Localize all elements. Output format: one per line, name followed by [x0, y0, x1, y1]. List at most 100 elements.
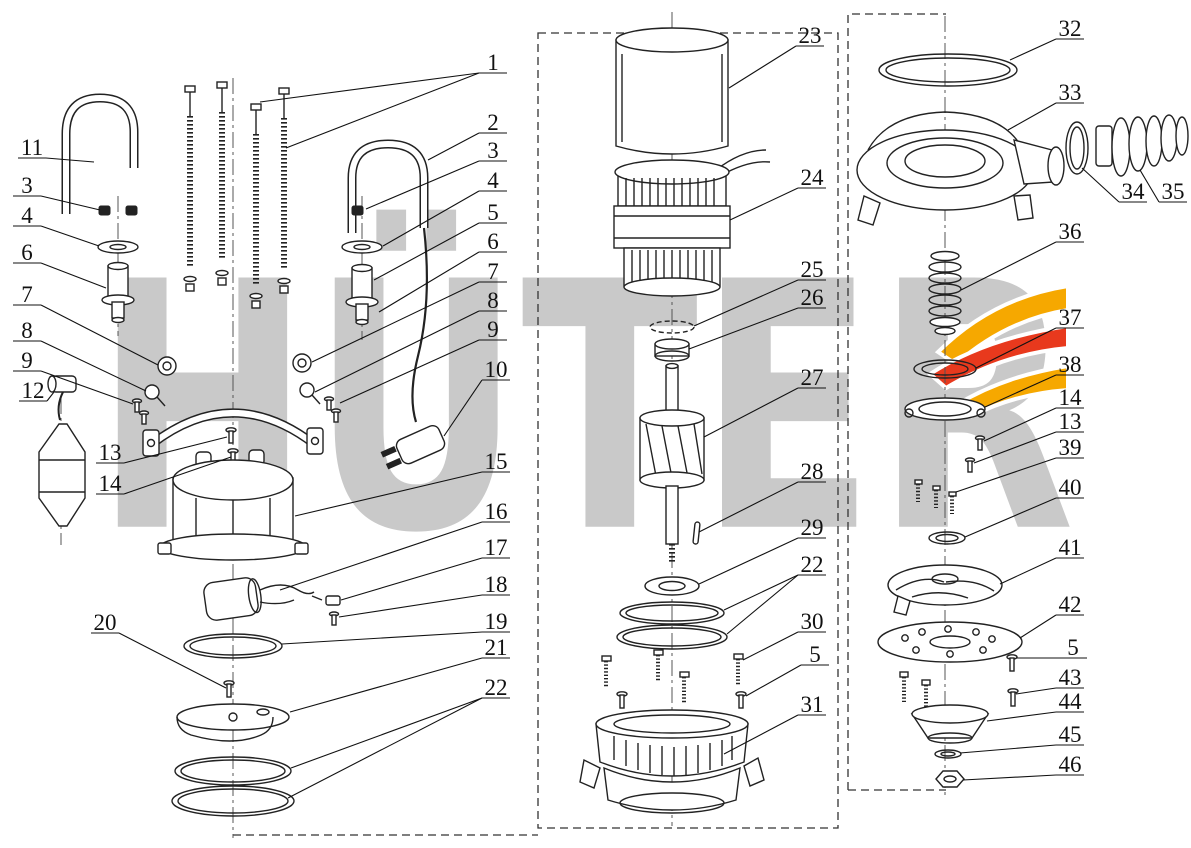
part-number-33: 33	[1059, 80, 1082, 105]
leader-line	[365, 160, 480, 210]
leader-line	[118, 632, 227, 689]
leader-line	[960, 241, 1057, 291]
leader-line	[1009, 38, 1057, 61]
seal-flange-part-38	[904, 397, 986, 421]
handle-part-2	[347, 139, 429, 233]
leader-line	[290, 697, 483, 769]
leader-line	[40, 195, 101, 211]
part-number-11: 11	[21, 135, 43, 160]
clamp-part-17	[311, 595, 341, 606]
leader-line	[281, 631, 483, 645]
leader-line	[279, 521, 483, 591]
leader-line	[959, 744, 1057, 754]
stator-can-part-23	[615, 27, 729, 155]
leader-line	[378, 251, 480, 313]
part-number-5: 5	[487, 200, 499, 225]
part-number-39: 39	[1059, 435, 1082, 460]
leader-line	[698, 537, 799, 585]
part-number-5: 5	[809, 642, 821, 667]
part-number-37: 37	[1059, 305, 1082, 330]
leader-line	[1015, 687, 1057, 695]
screw-part-18	[328, 611, 340, 626]
leader-line	[338, 594, 483, 618]
part-number-45: 45	[1059, 722, 1082, 747]
leader-line	[999, 557, 1057, 585]
part-number-41: 41	[1059, 535, 1082, 560]
leader-line	[46, 391, 55, 402]
part-number-4: 4	[487, 168, 499, 193]
leader-line	[688, 307, 799, 350]
left-assembly-drawing	[38, 78, 446, 838]
o-ring-part-19	[183, 633, 283, 659]
leader-line	[443, 379, 483, 437]
leader-line	[340, 557, 483, 601]
seal-seat-part-37	[913, 359, 977, 379]
part-number-3: 3	[21, 173, 33, 198]
leader-line	[962, 774, 1057, 781]
left-fastener-stack-3-4-6	[97, 205, 139, 324]
dashed-boundaries	[233, 13, 946, 836]
part-number-9: 9	[21, 348, 33, 373]
leader-line	[1081, 167, 1120, 203]
leader-line	[259, 72, 480, 103]
impeller-part-41	[887, 564, 1003, 616]
part-number-27: 27	[801, 365, 824, 390]
logo-stripe-top	[934, 283, 1070, 367]
wear-plate-part-42	[877, 621, 1023, 663]
leader-line	[285, 72, 480, 149]
part-number-14: 14	[1059, 385, 1083, 410]
part-number-15: 15	[485, 449, 508, 474]
part-number-6: 6	[487, 229, 499, 254]
leader-line	[123, 456, 232, 495]
part-number-13: 13	[1059, 409, 1082, 434]
part-number-18: 18	[485, 572, 508, 597]
part-number-7: 7	[21, 282, 33, 307]
leader-line	[698, 481, 799, 533]
part-number-19: 19	[485, 609, 508, 634]
leader-line	[289, 657, 483, 713]
leader-line	[703, 387, 799, 438]
part-number-36: 36	[1059, 219, 1082, 244]
leader-line	[40, 370, 134, 405]
seal-ring-part-40	[928, 531, 966, 545]
leader-line	[339, 339, 480, 404]
leader-line	[40, 304, 159, 366]
part-number-2: 2	[487, 110, 499, 135]
part-number-7: 7	[487, 259, 499, 284]
part-number-16: 16	[485, 499, 508, 524]
eyelets-part-7	[157, 353, 312, 376]
leader-line	[693, 279, 799, 327]
part-number-38: 38	[1059, 352, 1082, 377]
leader-line	[728, 45, 797, 89]
part-number-17: 17	[485, 535, 508, 560]
part-callouts: 1134678912131420123456789101516171819212…	[13, 16, 1187, 799]
leader-line	[123, 436, 228, 464]
leader-line	[40, 225, 100, 247]
part-number-20: 20	[94, 610, 117, 635]
part-number-8: 8	[487, 288, 499, 313]
washer-part-45	[934, 749, 962, 759]
middle-assembly-drawing	[579, 12, 771, 826]
part-number-10: 10	[485, 357, 508, 382]
leader-line	[723, 714, 799, 755]
shaft-key-part-28	[692, 521, 701, 545]
part-number-29: 29	[801, 515, 824, 540]
o-ring-part-34	[1065, 121, 1089, 175]
leader-line	[745, 664, 802, 697]
handle-part-11	[61, 93, 139, 214]
suction-cover-part-44	[910, 704, 990, 744]
leader-line	[723, 574, 799, 611]
part-number-13: 13	[99, 440, 122, 465]
screws-part-14-13-right	[964, 435, 986, 473]
rotor-shaft-part-27	[639, 362, 705, 562]
right-fastener-stack-3-4-5-6	[341, 205, 383, 326]
capacitor-part-16	[203, 577, 315, 621]
part-number-32: 32	[1059, 16, 1082, 41]
hose-connector-part-35	[1095, 114, 1189, 177]
leader-line	[427, 132, 480, 161]
screw-part-5-right	[1006, 654, 1018, 672]
part-number-22: 22	[485, 675, 508, 700]
part-number-35: 35	[1162, 179, 1185, 204]
bolts-part-30-and-screws-5	[601, 649, 747, 709]
